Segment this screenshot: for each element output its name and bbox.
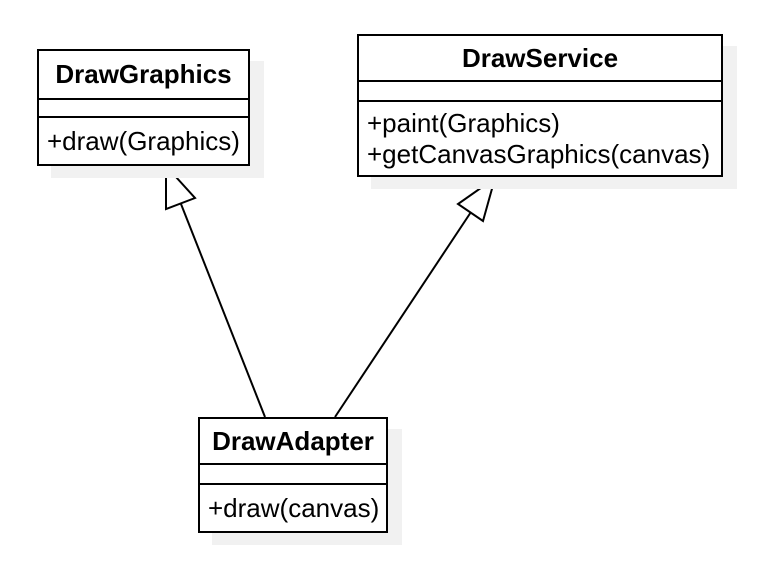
method-label: +getCanvasGraphics(canvas) [367, 138, 711, 169]
attributes-compartment [359, 82, 721, 102]
generalization-line-to-drawservice[interactable] [334, 211, 472, 418]
method-label: +paint(Graphics) [367, 107, 560, 138]
methods-compartment: +paint(Graphics) +getCanvasGraphics(canv… [359, 102, 721, 175]
method-label: +draw(canvas) [208, 492, 380, 523]
generalization-line-to-drawgraphics[interactable] [180, 203, 266, 418]
class-name-label: DrawGraphics [39, 51, 248, 100]
method-label: +draw(Graphics) [47, 125, 240, 156]
methods-compartment: +draw(canvas) [200, 485, 386, 531]
class-name-label: DrawAdapter [200, 419, 386, 465]
hollow-triangle-arrowhead-icon[interactable] [165, 163, 197, 211]
class-box-drawgraphics[interactable]: DrawGraphics +draw(Graphics) [37, 49, 250, 166]
attributes-compartment [200, 465, 386, 485]
hollow-triangle-arrowhead-icon[interactable] [456, 175, 497, 223]
class-box-drawservice[interactable]: DrawService +paint(Graphics) +getCanvasG… [357, 34, 723, 177]
generalization-drawadapter-to-drawservice[interactable] [334, 175, 497, 418]
methods-compartment: +draw(Graphics) [39, 118, 248, 164]
class-box-drawadapter[interactable]: DrawAdapter +draw(canvas) [198, 417, 388, 533]
class-name-label: DrawService [359, 36, 721, 82]
attributes-compartment [39, 100, 248, 118]
generalization-drawadapter-to-drawgraphics[interactable] [165, 163, 266, 418]
